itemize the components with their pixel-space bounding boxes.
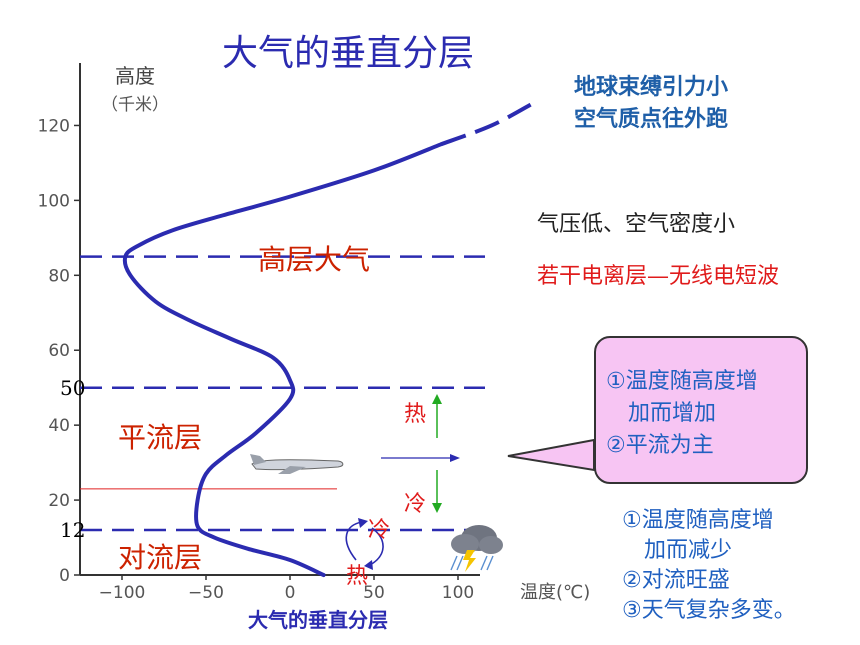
y-tick-label: 20 — [48, 491, 70, 511]
temperature-curve-solid — [122, 142, 444, 577]
x-tick-label: −100 — [99, 583, 146, 603]
chart-caption: 大气的垂直分层 — [248, 608, 388, 632]
up-arrow-head — [432, 394, 442, 404]
y-axis-unit: （千米） — [101, 95, 169, 115]
cloud-part — [479, 536, 503, 554]
ionosphere-note: 若干电离层—无线电短波 — [537, 264, 780, 289]
rain-streak — [456, 555, 464, 571]
chart-extras — [250, 394, 595, 572]
layer-label-stratosphere: 平流层 — [118, 421, 203, 454]
tropo-hot-label: 热 — [346, 564, 369, 589]
down-arrow-head — [432, 503, 442, 513]
thermosphere-note-line: 空气质点往外跑 — [574, 107, 729, 132]
convection-head-left — [358, 518, 368, 528]
callout-line: ①温度随高度增 — [606, 369, 758, 394]
y-tick-label: 60 — [48, 341, 70, 361]
rain-streak — [486, 555, 494, 571]
stratosphere-callout: ①温度随高度增 加而增加 ②平流为主 — [594, 336, 808, 484]
troposphere-notes: ①温度随高度增 加而减少 ②对流旺盛 ③天气复杂多变。 — [622, 506, 796, 626]
airplane-wing — [278, 466, 306, 474]
callout-line: 加而增加 — [606, 401, 717, 426]
strato-hot-label: 热 — [404, 402, 427, 427]
airplane-tail — [250, 454, 266, 465]
x-tick-label: 0 — [285, 583, 296, 603]
thermosphere-note-line: 地球束缚引力小 — [574, 75, 729, 100]
y-tick-label: 100 — [38, 191, 70, 211]
convection-arrow-right — [369, 527, 384, 566]
x-tick-label: −50 — [188, 583, 224, 603]
thermosphere-note: 地球束缚引力小 空气质点往外跑 — [574, 72, 728, 136]
layer-boundaries — [80, 255, 485, 532]
y-tick-label: 0 — [59, 566, 70, 586]
flow-arrow-head — [450, 454, 460, 462]
cloud-part — [451, 534, 479, 554]
upper-atmosphere-note: 气压低、空气密度小 — [537, 212, 736, 237]
page-title: 大气的垂直分层 — [222, 33, 475, 74]
rain-streak — [480, 555, 488, 571]
boundary-mark-50: 50 — [60, 376, 86, 400]
temperature-curve-dashed — [440, 101, 535, 147]
x-tick-label: 100 — [442, 583, 474, 603]
airplane-body — [251, 459, 344, 471]
callout-pointer — [507, 438, 595, 472]
x-tick-label: 50 — [363, 583, 385, 603]
chart-ticks: 0 20 40 60 80 100 120 −100 −50 0 50 100 — [38, 116, 475, 603]
troposphere-note-line: ①温度随高度增 — [622, 508, 774, 533]
x-axis-label: 温度(℃) — [520, 582, 590, 603]
y-tick-label: 40 — [48, 416, 70, 436]
temperature-curve — [122, 101, 535, 577]
lightning-bolt — [463, 550, 476, 572]
storm-cloud-icon — [450, 525, 503, 572]
y-tick-label: 120 — [38, 116, 70, 136]
convection-arrow-left — [345, 521, 363, 561]
y-tick-label: 80 — [48, 266, 70, 286]
chart-axes: 高度 （千米） 温度(℃) 大气的垂直分层 — [79, 63, 590, 632]
y-axis-label: 高度 — [115, 64, 155, 88]
troposphere-note-line: 加而减少 — [622, 538, 733, 563]
boundary-mark-12: 12 — [60, 518, 86, 542]
strato-cold-label: 冷 — [404, 492, 427, 517]
rain-streak — [450, 555, 458, 571]
airplane-icon — [250, 454, 344, 474]
troposphere-note-line: ②对流旺盛 — [622, 568, 730, 593]
troposphere-note-line: ③天气复杂多变。 — [622, 598, 796, 623]
layer-label-troposphere: 对流层 — [118, 541, 203, 574]
tropo-cold-label: 冷 — [368, 518, 391, 543]
callout-line: ②平流为主 — [606, 433, 714, 458]
convection-head-right — [364, 560, 373, 570]
layer-label-upper: 高层大气 — [258, 243, 371, 276]
